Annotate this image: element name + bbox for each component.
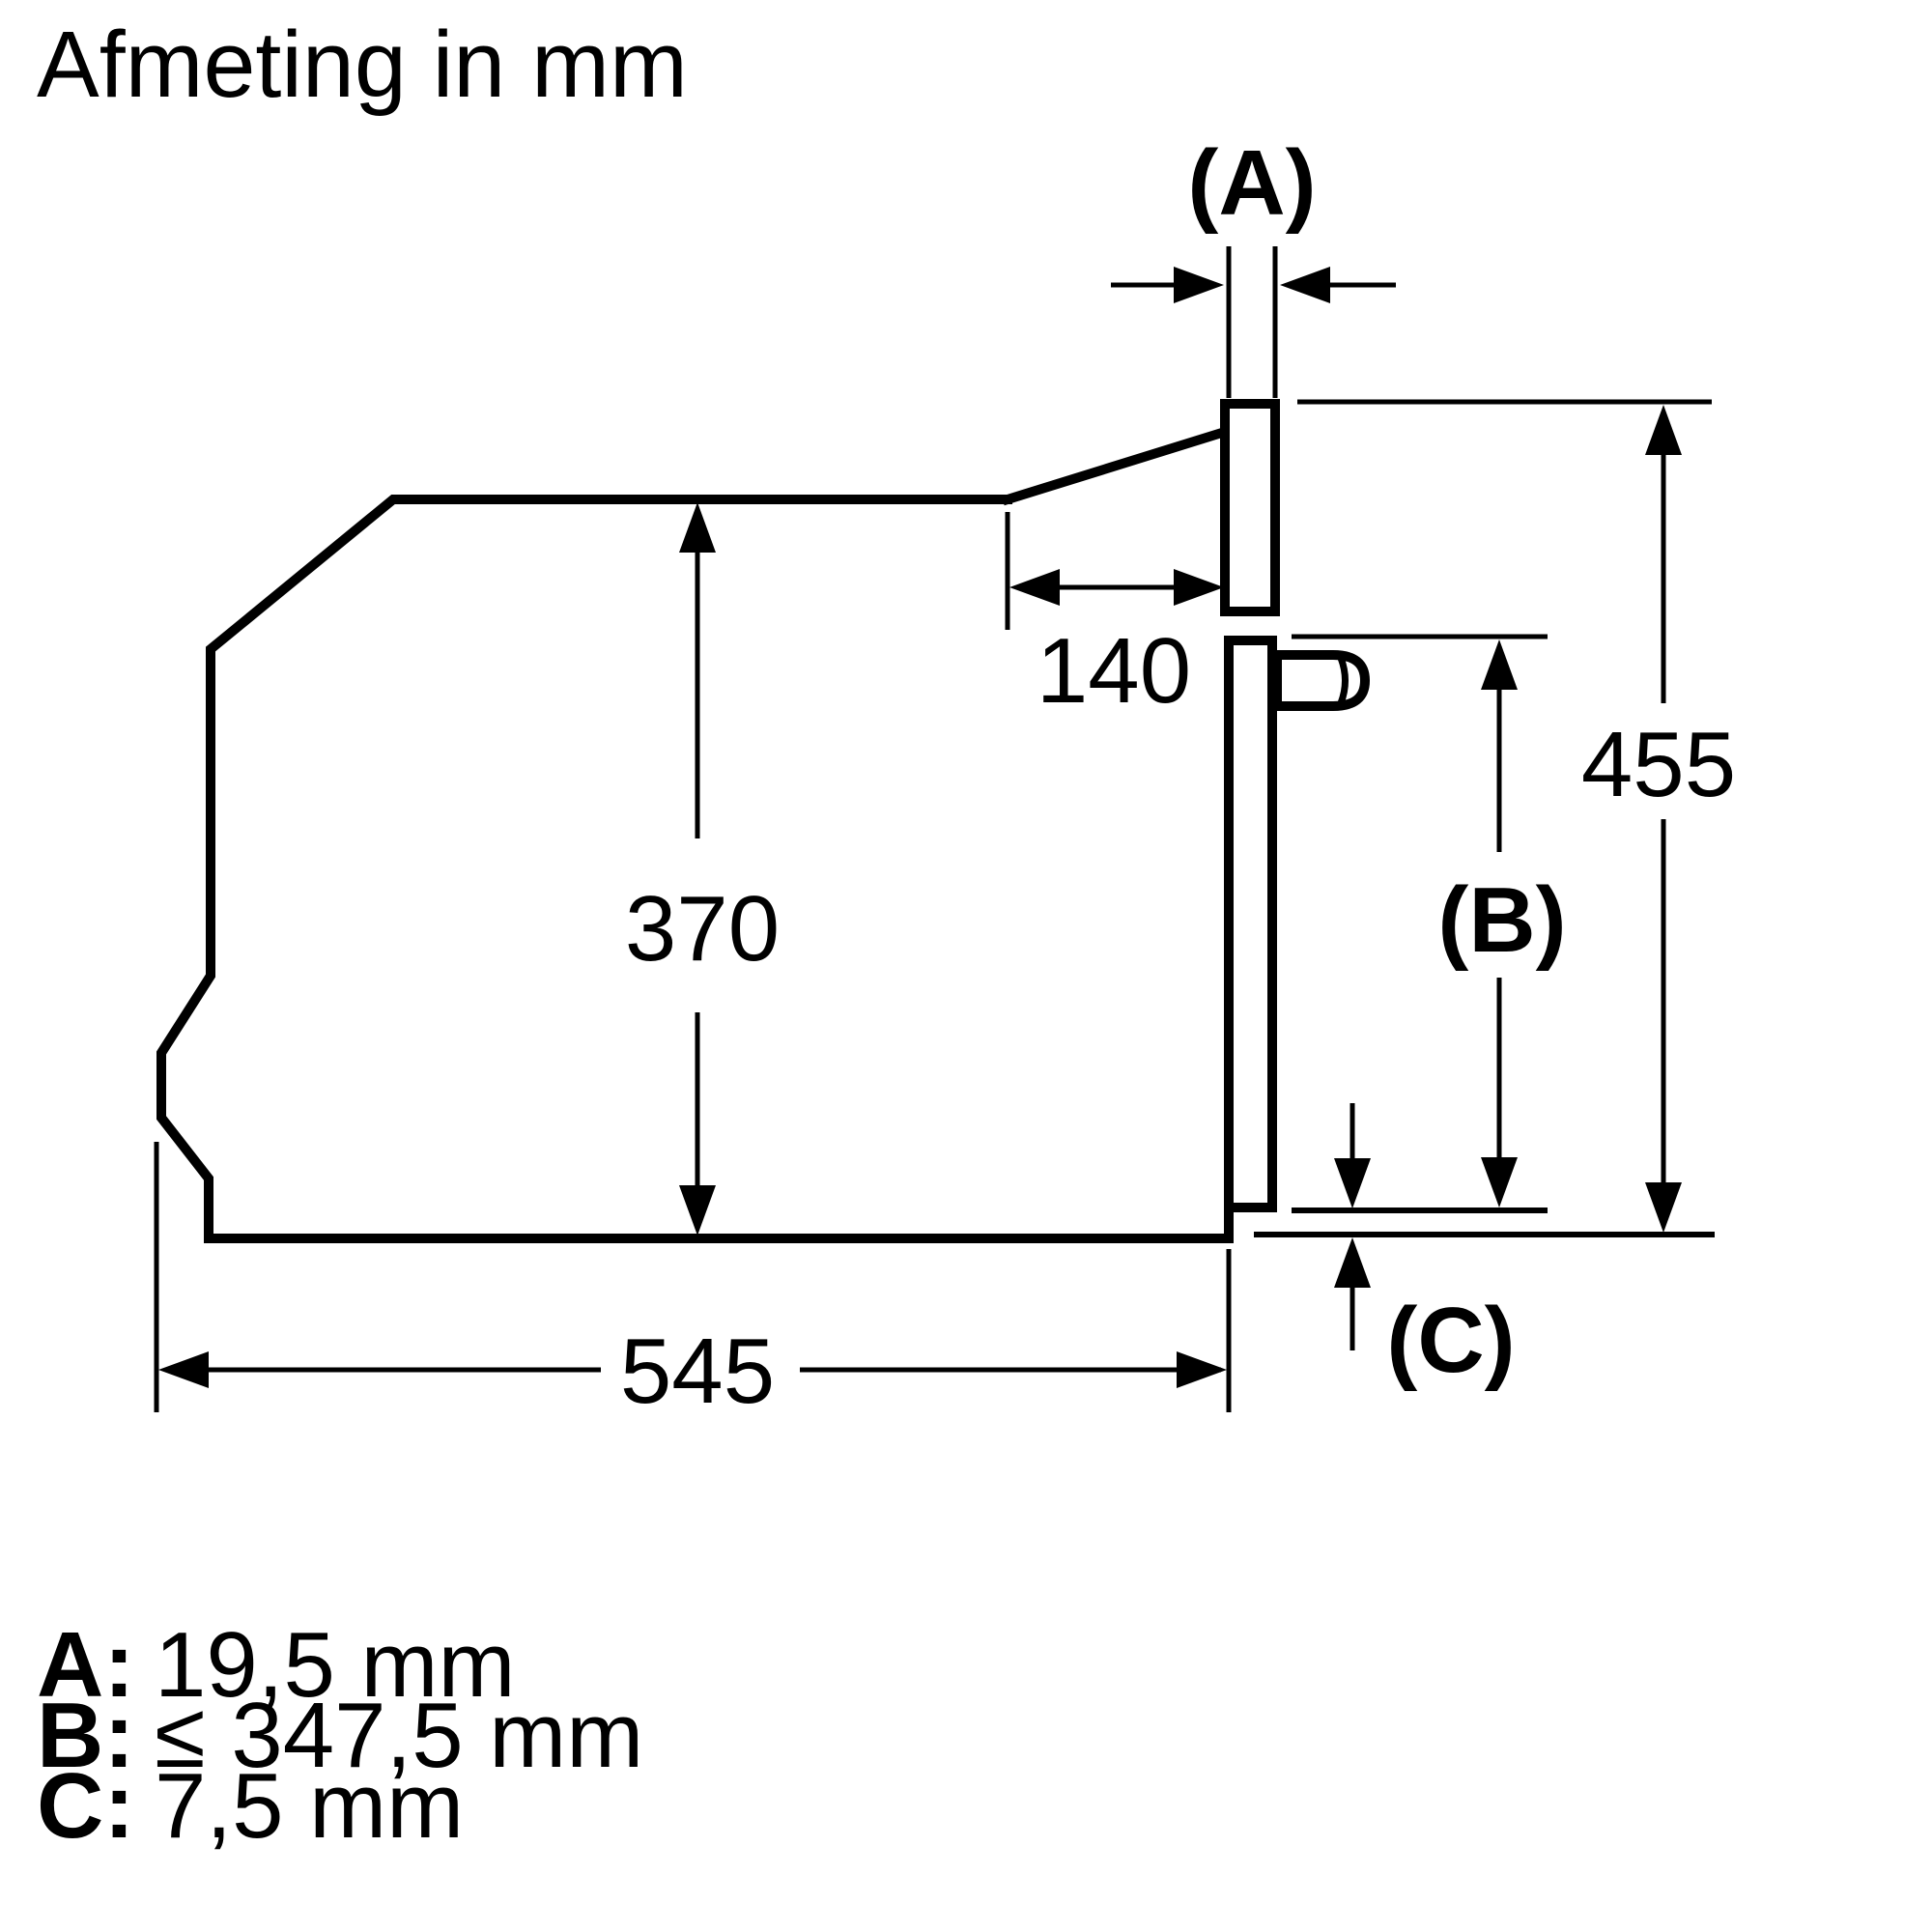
dimension-a: (A)	[1111, 131, 1396, 398]
dimension-455: 455	[1297, 399, 1736, 1233]
dim-455-label: 455	[1581, 713, 1736, 816]
dimension-370: 370	[625, 502, 780, 1236]
dim-b-arrow-top	[1481, 639, 1518, 690]
dim-370-arrow-bottom	[679, 1185, 716, 1236]
dim-140-arrow-left	[1009, 569, 1060, 606]
oven-side-profile	[156, 399, 1371, 1243]
dimension-140: 140	[1005, 512, 1224, 723]
dim-a-label: (A)	[1187, 131, 1316, 235]
dim-c-arrow-down	[1334, 1158, 1371, 1208]
legend-key-b: B:	[37, 1684, 134, 1787]
legend-value-a: 19,5 mm	[155, 1613, 515, 1717]
dim-545-arrow-left	[158, 1351, 209, 1388]
dim-455-arrow-bottom	[1645, 1182, 1682, 1233]
dimension-b: (B)	[1292, 634, 1567, 1208]
dim-545-arrow-right	[1177, 1351, 1227, 1388]
dim-b-label: (B)	[1437, 868, 1566, 972]
page-title: Afmeting in mm	[37, 12, 688, 117]
dim-a-arrow-left	[1174, 267, 1224, 303]
dim-370-label: 370	[625, 877, 780, 980]
dimension-545: 545	[154, 1142, 1232, 1423]
legend-value-b: ≤ 347,5 mm	[155, 1684, 643, 1787]
dim-455-arrow-top	[1645, 405, 1682, 455]
dimension-c: (C)	[1254, 1103, 1715, 1392]
dim-a-arrow-right	[1280, 267, 1330, 303]
door-panel	[1224, 636, 1277, 1243]
dim-c-label: (C)	[1386, 1289, 1515, 1392]
dim-370-arrow-top	[679, 502, 716, 553]
door-knob-cap-line	[1336, 653, 1349, 708]
legend-key-a: A:	[37, 1613, 134, 1717]
legend-key-c: C:	[37, 1754, 134, 1858]
legend: A: 19,5 mm B: ≤ 347,5 mm C: 7,5 mm	[37, 1613, 643, 1858]
door-knob	[1272, 650, 1371, 711]
oven-top-slant	[1001, 425, 1232, 506]
dim-545-label: 545	[620, 1320, 775, 1423]
dim-140-label: 140	[1037, 619, 1191, 723]
legend-value-c: 7,5 mm	[155, 1754, 464, 1858]
control-panel-frame	[1220, 399, 1280, 616]
dim-140-arrow-right	[1174, 569, 1224, 606]
oven-body-outline	[156, 495, 1234, 1243]
dim-c-arrow-up	[1334, 1237, 1371, 1288]
dim-b-arrow-bottom	[1481, 1157, 1518, 1208]
